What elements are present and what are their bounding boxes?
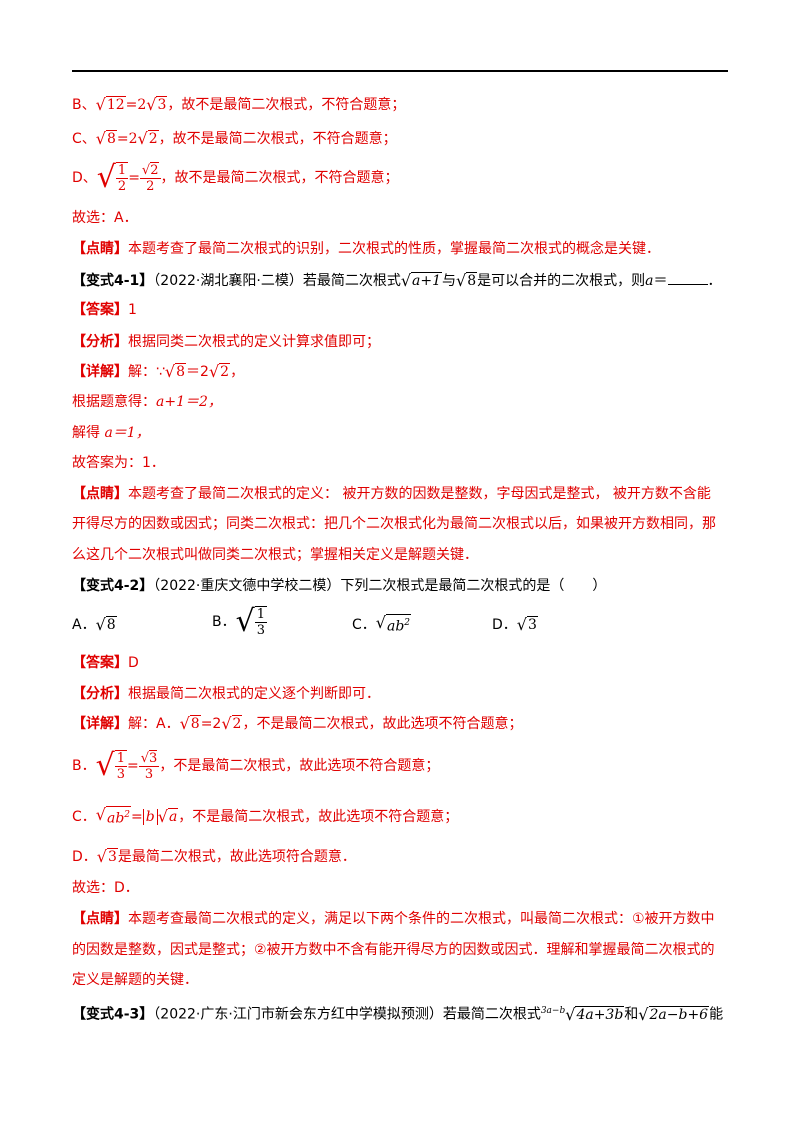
detail-4-2-c: C．√ab2=b√a，不是最简二次根式，故此选项不符合题意；: [72, 805, 459, 827]
analysis-4-2: 【分析】根据最简二次根式的定义逐个判断即可．: [72, 686, 380, 702]
point-note-4-1-l3: 么这几个二次根式叫做同类二次根式；掌握相关定义是解题关键．: [72, 547, 478, 563]
line-b-solution: B、√12=2√3，故不是最简二次根式，不符合题意；: [72, 95, 406, 114]
answer-4-2: 【答案】D: [72, 655, 139, 671]
sqrt-2: √2: [137, 129, 159, 148]
point-note-4-2-l2: 的因数是整数，因式是整式；②被开方数中不含有能开得尽方的因数或因式．理解和掌握最…: [72, 942, 715, 958]
line-c-solution: C、√8=2√2，故不是最简二次根式，不符合题意；: [72, 129, 397, 148]
option-c: C．√ab2: [352, 613, 412, 635]
question-4-2: 【变式4-2】（2022·重庆文德中学校二模）下列二次根式是最简二次根式的是（ …: [72, 578, 607, 594]
sqrt-3: √3: [146, 95, 168, 114]
detail-4-1-step3: 解得 a＝1，: [72, 425, 150, 441]
detail-4-1-step2: 根据题意得：a+1＝2，: [72, 394, 222, 410]
sqrt-8: √8: [95, 129, 117, 148]
option-d: D．√3: [492, 615, 538, 634]
point-note-4-1-l1: 【点睛】本题考查了最简二次根式的定义： 被开方数的因数是整数，字母因式是整式， …: [72, 486, 711, 502]
point-note-4-2-l3: 定义是解题的关键．: [72, 972, 198, 988]
detail-4-1-step4: 故答案为：1．: [72, 455, 165, 471]
question-4-3: 【变式4-3】（2022·广东·江门市新会东方红中学模拟预测）若最简二次根式3a…: [72, 1004, 724, 1024]
option-a: A．√8: [72, 615, 117, 634]
header-rule: [72, 70, 728, 72]
point-note-1: 【点睛】本题考查了最简二次根式的识别，二次根式的性质，掌握最简二次根式的概念是关…: [72, 241, 660, 257]
point-note-4-2-l1: 【点睛】本题考查最简二次根式的定义，满足以下两个条件的二次根式，叫最简二次根式：…: [72, 911, 715, 927]
sqrt-12: √12: [95, 95, 126, 114]
detail-4-2: 【详解】解：A．√8=2√2，不是最简二次根式，故此选项不符合题意；: [72, 714, 523, 733]
detail-4-1: 【详解】解：∵√8＝2√2，: [72, 362, 245, 381]
choose-d: 故选：D．: [72, 880, 139, 896]
answer-4-1: 【答案】1: [72, 302, 137, 318]
point-note-4-1-l2: 开得尽方的因数或因式；同类二次根式：把几个二次根式化为最简二次根式以后，如果被开…: [72, 516, 716, 532]
analysis-4-1: 【分析】根据同类二次根式的定义计算求值即可；: [72, 334, 380, 350]
answer-blank: [667, 270, 708, 285]
choose-a: 故选：A．: [72, 210, 138, 226]
